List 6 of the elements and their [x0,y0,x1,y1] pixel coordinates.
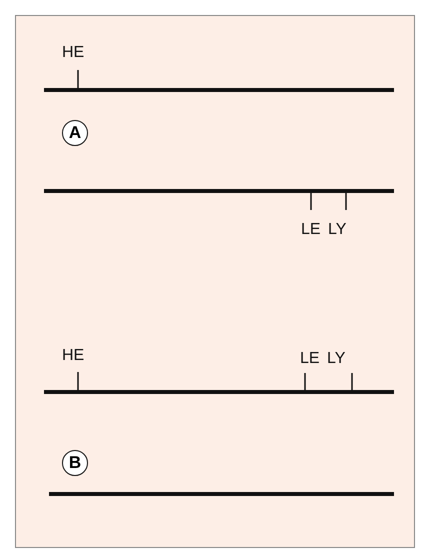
marker-label: LE [301,222,321,238]
marker-label: HE [62,45,84,61]
marker-label: HE [62,348,84,364]
marker-label: LY [328,222,346,238]
marker-label: LY [327,351,346,367]
marker-label: LE [300,351,320,367]
